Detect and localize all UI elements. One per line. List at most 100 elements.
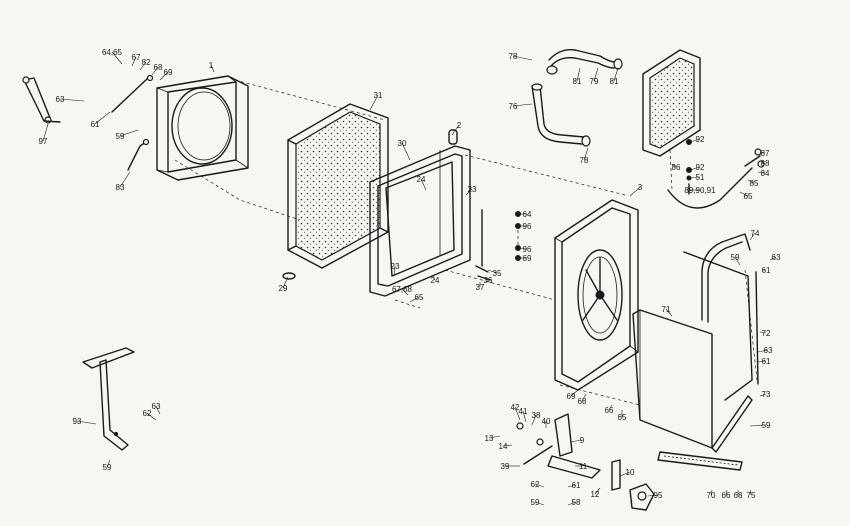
leader-line [465,188,473,196]
crank-lever-part [22,76,61,124]
leader-line [608,404,613,411]
part-number-label: 63 [152,402,161,411]
part-number-label: 61 [572,481,581,490]
part-number-label: 62 [531,480,540,489]
handle-tube-part [701,233,751,323]
bent-rod-part [127,138,150,171]
leader-line [749,232,756,241]
side-panel-part [632,309,713,449]
leader-line [570,389,579,397]
leader-line [146,412,157,421]
part-number-label: 67 [132,53,141,62]
part-number-label: 59 [731,253,740,262]
leader-line [534,501,545,506]
part-number-label: 61 [91,120,100,129]
part-number-label: 89,90,91 [684,186,716,195]
part-number-label: 92 [696,135,705,144]
part-number-label: 73 [762,390,771,399]
part-number-label: 64,65 [102,48,123,57]
part-number-label: 31 [374,91,383,100]
leader-line [488,435,501,439]
bolt-stack-92-part [686,139,692,195]
part-number-label: 24 [431,276,440,285]
support-bracket-part [82,347,135,451]
leader-line [94,111,111,125]
leader-line [689,176,701,179]
leader-line [761,162,766,165]
leader-line [210,64,215,73]
fan-shroud-part [156,75,249,181]
part-number-label: 51 [696,173,705,182]
part-number-label: 39 [501,462,510,471]
part-number-label: 69 [567,392,576,401]
leader-line [759,151,766,154]
leader-line [106,459,111,468]
leader-line [401,142,411,161]
part-number-label: 23 [391,262,400,271]
back-frame-part [683,251,759,453]
part-number-label: 68 [154,63,163,72]
part-number-label: 81 [573,77,582,86]
part-number-label: 69 [523,254,532,263]
leader-line [594,487,601,495]
leader-line [59,98,85,102]
leader-line [671,163,677,168]
leader-line [569,439,583,443]
part-number-label: 24 [417,175,426,184]
leader-line [757,360,767,363]
leader-line [151,66,159,76]
sensor-tube-part [667,148,765,209]
leader-line [451,124,460,136]
part-number-label: 23 [468,185,477,194]
link-rod-part [111,74,154,113]
leader-line [757,349,769,353]
part-number-label: 30 [398,139,407,148]
leader-line [119,129,139,137]
radiator-fan-part [554,199,639,391]
part-number-label: 74 [751,229,760,238]
part-number-label: 62 [143,409,152,418]
gasket-frames-part [369,145,471,297]
part-number-label: 82 [142,58,151,67]
part-number-label: 65 [618,413,627,422]
leader-line [581,393,587,402]
leader-line [514,406,521,421]
leader-line [739,191,749,197]
leader-line [502,444,513,447]
knob-part [629,483,655,511]
leader-line [155,405,161,415]
part-number-label: 11 [579,462,588,471]
part-number-label: 70 [707,491,716,500]
part-number-label: 38 [532,411,541,420]
part-number-label: 40 [542,417,551,426]
part-number-label: 93 [73,417,82,426]
leader-line [710,489,713,496]
leader-line [769,256,777,261]
leader-line [512,55,533,61]
part-number-label: 41 [519,407,528,416]
part-number-label: 35 [493,269,502,278]
leader-line [522,410,527,423]
part-number-label: 79 [590,77,599,86]
part-number-label: 85 [750,179,759,188]
part-number-label: 78 [509,52,518,61]
part-number-label: 58 [572,498,581,507]
leader-line [159,71,169,81]
grille-strip-part [657,451,743,471]
part-number-label: 97 [39,137,48,146]
leader-line [432,275,436,281]
leader-line [111,51,123,65]
part-number-label: 59 [531,498,540,507]
part-number-label: 29 [279,284,288,293]
leader-line [757,171,766,174]
leader-line [629,186,641,197]
part-number-label: 76 [509,102,518,111]
part-number-label: 65 [744,192,753,201]
leader-line [131,56,137,67]
part-number-label: 92 [696,163,705,172]
leader-line [759,393,767,397]
leader-line [420,178,427,191]
leader-line [512,103,533,107]
